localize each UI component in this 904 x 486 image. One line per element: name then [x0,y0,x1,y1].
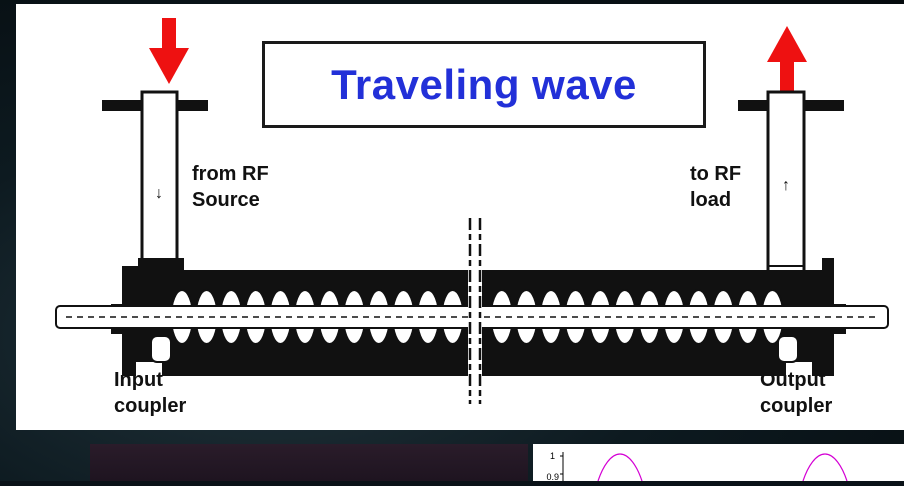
input-flow-arrow-icon: ↓ [155,185,163,202]
output-flow-arrow-icon: ↑ [782,177,790,194]
plot-tick-label: 1 [550,451,555,461]
load-label: load [690,189,732,211]
structure-break [468,218,482,406]
rf-input-arrow [149,18,189,84]
output-coupler-knob [777,335,799,363]
output-waveguide [766,90,806,306]
from-rf-label: from RF [192,163,269,185]
source-label: Source [192,189,260,211]
bottom-photo [90,444,528,481]
rf-output-arrow [767,26,807,92]
input-coupler-label-line2: coupler [114,395,187,417]
diagram-panel: Traveling wave ↓ ↑ from RF Source to RF … [16,4,904,430]
input-coupler-label-line1: Input [114,369,163,391]
accelerator-structure-diagram [55,18,889,406]
plot-curve [802,453,848,482]
mini-plot: 1 0.9 [533,444,904,482]
to-rf-label: to RF [690,163,742,185]
output-coupler-label-line1: Output [760,369,826,391]
diagram-title: Traveling wave [331,60,637,108]
plot-tick-label: 0.9 [546,472,559,481]
plot-curve [597,453,643,482]
title-box: Traveling wave [262,41,706,128]
output-coupler-label-line2: coupler [760,395,833,417]
input-coupler-knob [150,335,172,363]
